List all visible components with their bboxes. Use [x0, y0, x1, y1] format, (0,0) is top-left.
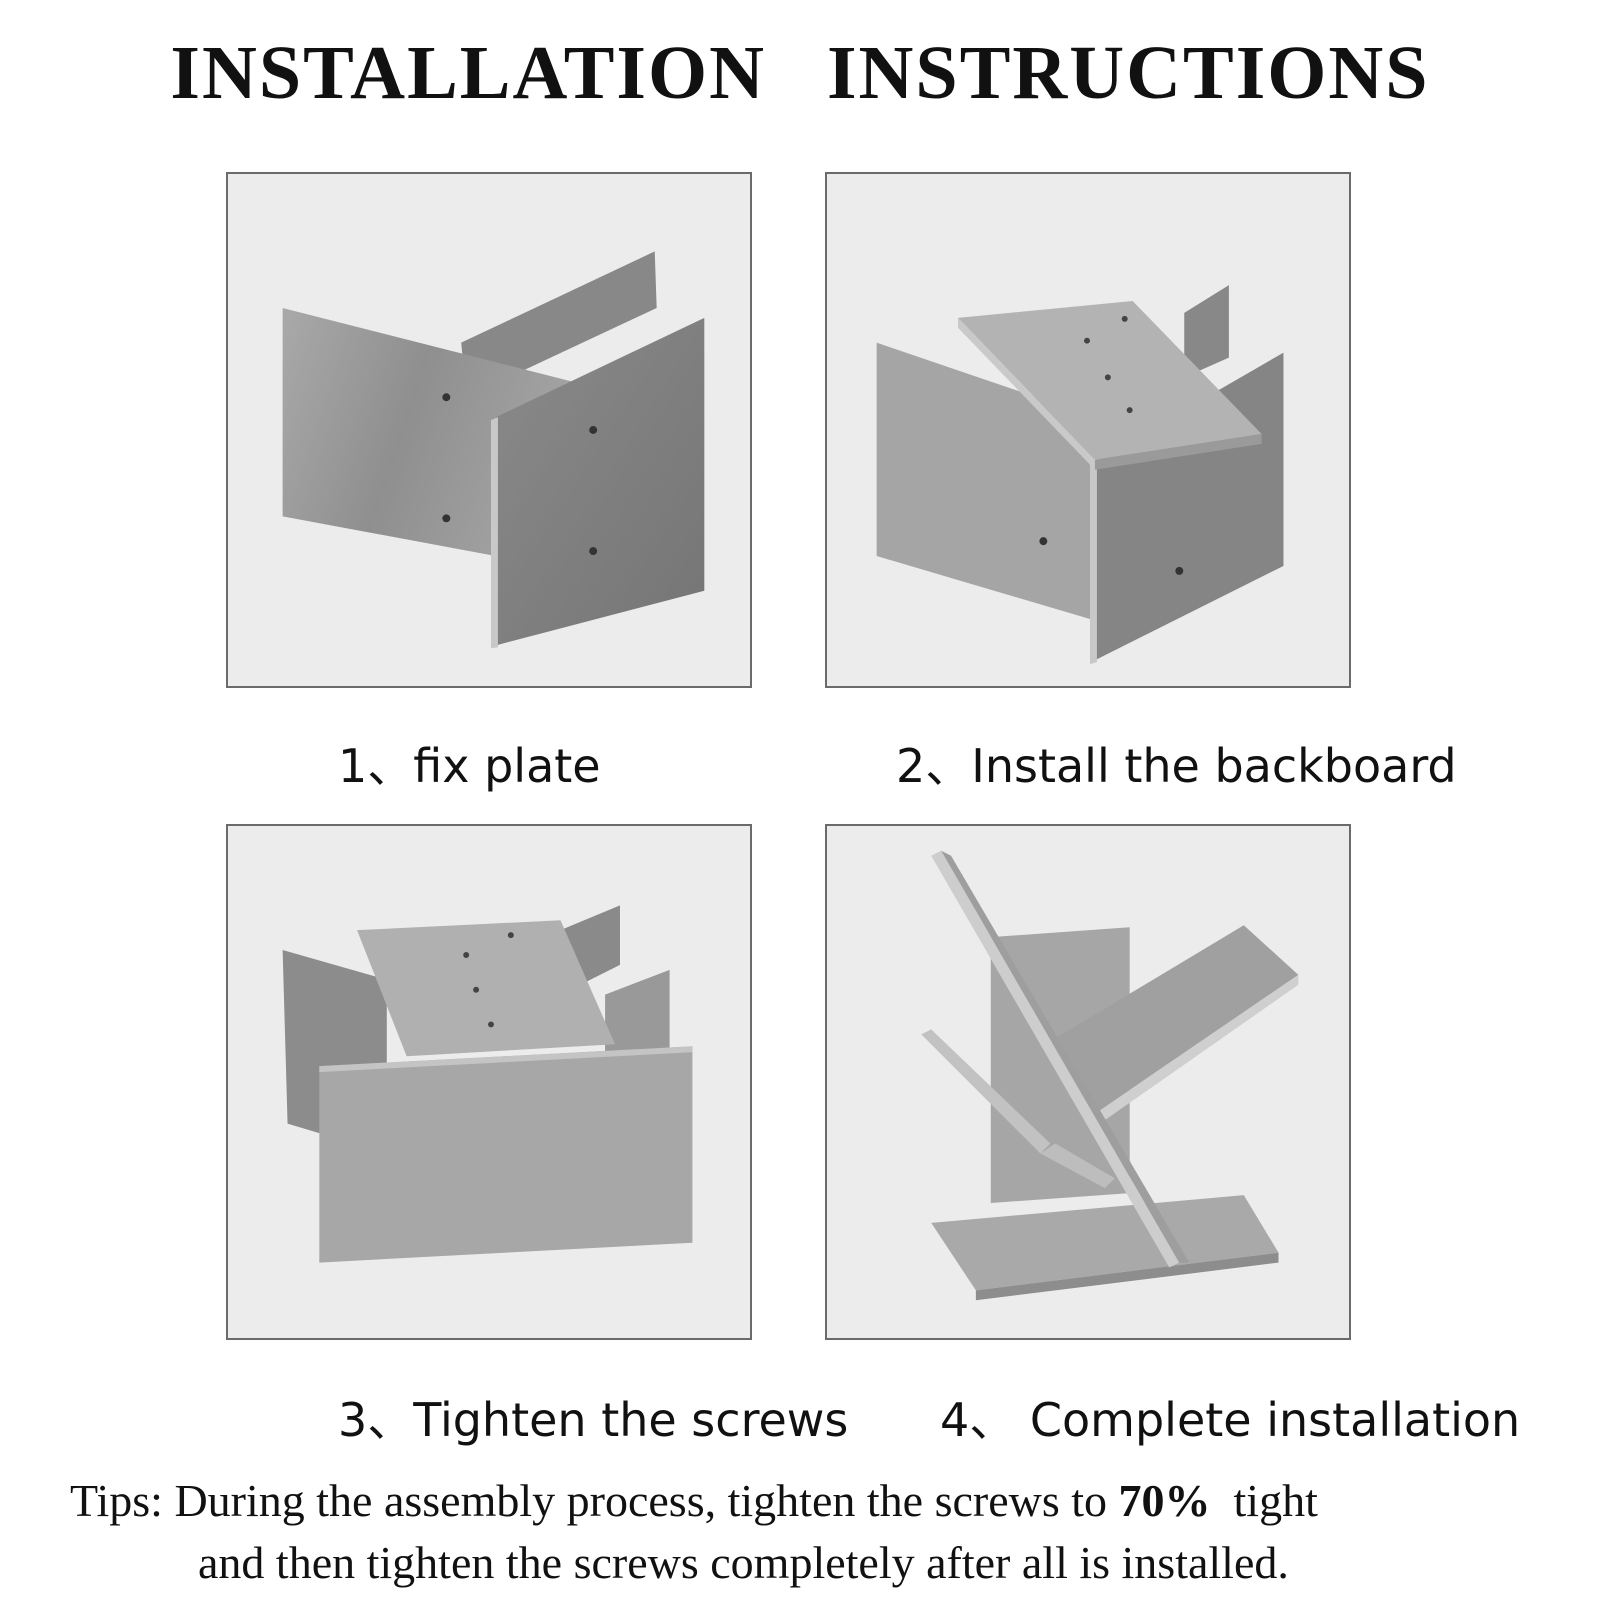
backboard: [958, 301, 1262, 460]
step-1-illustration: [226, 172, 752, 688]
assembly-tips: Tips: During the assembly process, tight…: [70, 1470, 1570, 1594]
page-title: INSTALLATION INSTRUCTIONS: [170, 31, 1430, 115]
front-board: [319, 1046, 693, 1263]
step-4-illustration: [825, 824, 1351, 1340]
plate-edge: [1089, 461, 1097, 665]
step-2-illustration: [825, 172, 1351, 688]
install-backboard-drawing: [876, 285, 1284, 665]
plate-edge: [490, 417, 498, 649]
tips-prefix: Tips: During the assembly process, tight…: [70, 1475, 1119, 1526]
top-board: [357, 920, 616, 1057]
back-plate: [1184, 285, 1229, 378]
step-3-illustration: [226, 824, 752, 1340]
right-shelf: [1045, 925, 1299, 1114]
tighten-screws-drawing: [282, 905, 693, 1263]
tips-line-2: and then tighten the screws completely a…: [198, 1537, 1289, 1588]
step-3-caption: 3、Tighten the screws: [338, 1393, 849, 1447]
tips-suffix: tight: [1210, 1475, 1318, 1526]
tips-percent: 70%: [1118, 1475, 1211, 1526]
back-plate: [461, 251, 657, 398]
step-4-caption: 4、 Complete installation: [940, 1393, 1521, 1447]
fix-plate-drawing: [282, 251, 705, 649]
lower-diagonal-board: [921, 1029, 1051, 1154]
left-diagonal-board: [941, 850, 1190, 1263]
left-diagonal-board-edge: [931, 850, 1180, 1268]
base-plate: [931, 1195, 1279, 1291]
right-plate: [495, 317, 705, 646]
right-side-plate: [605, 969, 670, 1075]
step-2-caption: 2、Install the backboard: [896, 739, 1457, 793]
complete-installation-drawing: [921, 850, 1299, 1301]
step-1-caption: 1、fix plate: [338, 739, 601, 793]
